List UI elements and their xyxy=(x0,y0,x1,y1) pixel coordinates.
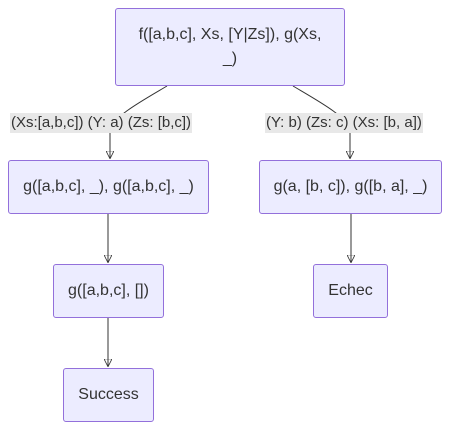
node-right-level1: g(a, [b, c]), g([b, a], _) xyxy=(259,160,442,214)
edge-label-right: (Y: b) (Zs: c) (Xs: [b, a]) xyxy=(265,113,423,133)
node-right-level2: Echec xyxy=(313,264,388,318)
node-left-level2: g([a,b,c], []) xyxy=(53,264,164,318)
node-left-level1: g([a,b,c], _), g([a,b,c], _) xyxy=(8,160,209,214)
node-root: f([a,b,c], Xs, [Y|Zs]), g(Xs, _) xyxy=(115,8,345,86)
node-left-level3: Success xyxy=(63,368,154,422)
edge-label-left: (Xs:[a,b,c]) (Y: a) (Zs: [b,c]) xyxy=(10,113,193,133)
